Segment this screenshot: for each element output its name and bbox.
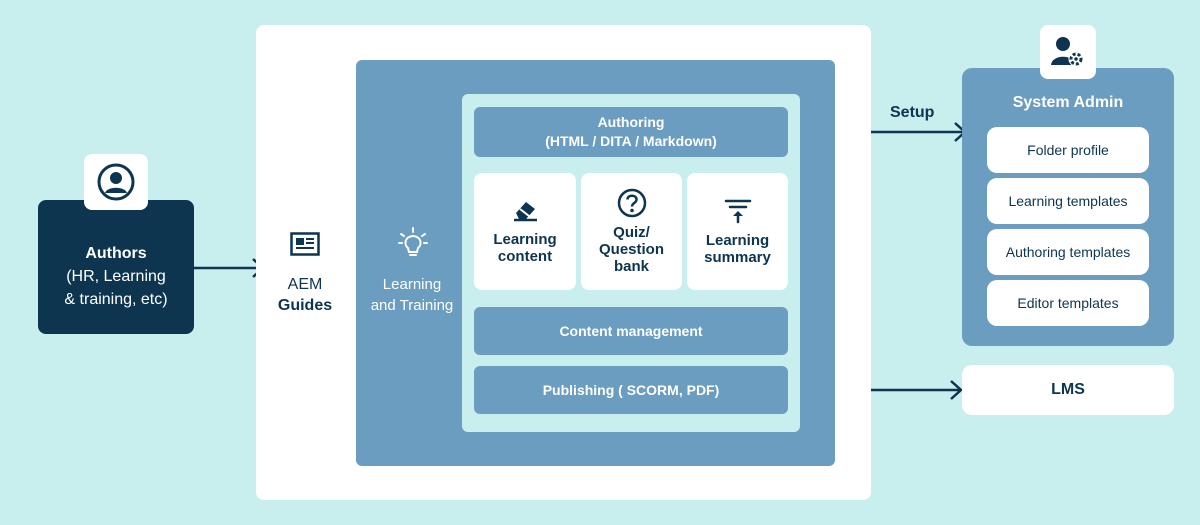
eraser-icon (514, 201, 537, 221)
user-settings-icon (1051, 37, 1084, 67)
authors-box: Authors (HR, Learning & training, etc) (38, 200, 194, 334)
folder-profile-label: Folder profile (1027, 142, 1109, 158)
publishing-bar: Publishing ( SCORM, PDF) (474, 366, 788, 414)
learning-content-line2: content (497, 247, 553, 265)
content-management-bar: Content management (474, 307, 788, 355)
publishing-label: Publishing ( SCORM, PDF) (542, 381, 720, 398)
authoring-templates-item: Authoring templates (987, 229, 1149, 275)
authoring-title: Authoring (597, 114, 665, 130)
learning-summary-card: Learning summary (687, 173, 788, 290)
learning-summary-line1: Learning (705, 231, 770, 249)
aem-label-line2: Guides (277, 297, 333, 314)
authors-title: Authors (85, 244, 147, 262)
summary-filter-icon (724, 199, 751, 223)
authors-icon-tile (84, 154, 148, 210)
editor-templates-item: Editor templates (987, 280, 1149, 326)
lt-label-line2: and Training (370, 297, 454, 314)
quiz-line2: Question (598, 241, 664, 258)
system-admin-title: System Admin (1012, 94, 1124, 111)
authors-subtitle-line1: (HR, Learning (66, 267, 166, 285)
aem-label-line1: AEM (287, 276, 323, 293)
learning-content-card: Learning content (474, 173, 576, 290)
authors-subtitle-line2: & training, etc) (64, 290, 168, 308)
learning-training-label: Learning and Training (362, 274, 462, 316)
content-management-label: Content management (559, 322, 703, 339)
authoring-bar: Authoring (HTML / DITA / Markdown) (474, 107, 788, 157)
question-circle-icon (617, 188, 646, 218)
quiz-line3: bank (613, 258, 649, 275)
authoring-formats: (HTML / DITA / Markdown) (545, 133, 717, 149)
user-avatar-icon (97, 163, 135, 201)
system-admin-icon-tile (1040, 25, 1096, 79)
lightbulb-icon (398, 227, 428, 256)
lms-label: LMS (1051, 381, 1085, 398)
lms-box: LMS (962, 365, 1174, 415)
learning-templates-item: Learning templates (987, 178, 1149, 224)
learning-summary-line2: summary (704, 248, 771, 266)
learning-templates-label: Learning templates (1008, 193, 1128, 209)
learning-content-line1: Learning (493, 230, 557, 248)
folder-profile-item: Folder profile (987, 127, 1149, 173)
quiz-question-bank-card: Quiz/ Question bank (581, 173, 682, 290)
editor-templates-label: Editor templates (1017, 295, 1119, 311)
setup-label: Setup (890, 104, 935, 121)
authoring-templates-label: Authoring templates (1005, 244, 1131, 260)
aem-guides-label: AEM Guides (270, 274, 340, 316)
news-document-icon (290, 232, 320, 256)
lt-label-line1: Learning (382, 276, 442, 293)
quiz-line1: Quiz/ (613, 224, 650, 241)
